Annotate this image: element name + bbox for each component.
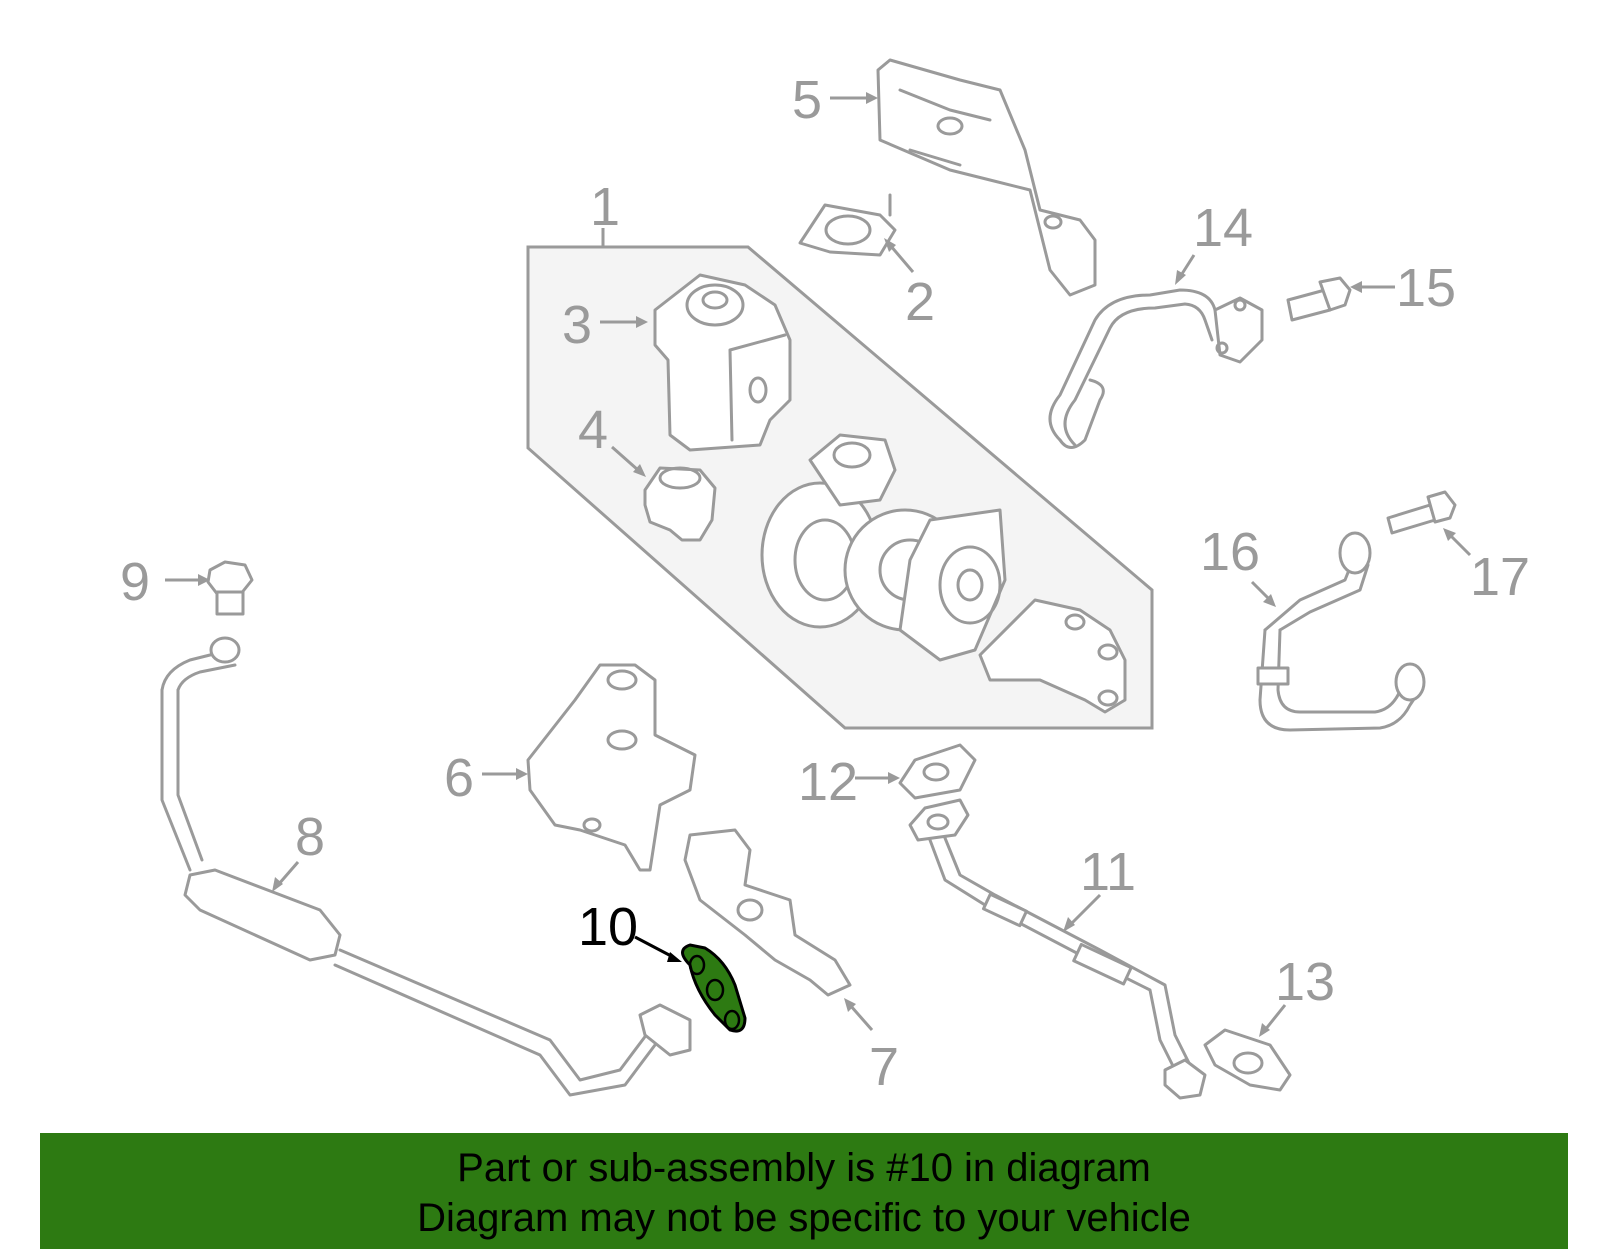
turbocharger bbox=[760, 433, 1127, 714]
callout-9: 9 bbox=[120, 552, 150, 612]
gasket-10-highlighted bbox=[681, 943, 747, 1033]
callout-4: 4 bbox=[578, 400, 608, 460]
oil-feed-line-11 bbox=[908, 798, 1207, 1100]
heat-shield-6 bbox=[526, 663, 697, 872]
banner-part-text: Part or sub-assembly is #10 in diagram bbox=[457, 1146, 1151, 1190]
solenoid-4 bbox=[643, 466, 717, 542]
callout-8: 8 bbox=[295, 807, 325, 867]
callout-6: 6 bbox=[444, 748, 474, 808]
bolt-15 bbox=[1286, 276, 1352, 322]
gasket-2 bbox=[798, 193, 897, 257]
callout-12: 12 bbox=[798, 752, 858, 812]
leader-lines bbox=[165, 92, 1472, 1037]
actuator-3 bbox=[653, 273, 792, 452]
gasket-12 bbox=[898, 743, 977, 800]
callout-5: 5 bbox=[792, 70, 822, 130]
heat-shield-7 bbox=[683, 828, 852, 997]
callout-2: 2 bbox=[905, 272, 935, 332]
oil-line-14 bbox=[1048, 288, 1264, 449]
heat-shield-upper bbox=[876, 58, 1097, 297]
banjo-bolt-9 bbox=[206, 560, 254, 616]
callout-16: 16 bbox=[1200, 522, 1260, 582]
callout-13: 13 bbox=[1275, 952, 1335, 1012]
coolant-line-16 bbox=[1256, 531, 1426, 732]
banner-disclaimer-text: Diagram may not be specific to your vehi… bbox=[417, 1196, 1191, 1240]
oil-return-line-8 bbox=[160, 636, 692, 1097]
info-banner: Part or sub-assembly is #10 in diagram D… bbox=[40, 1133, 1568, 1249]
callout-7: 7 bbox=[869, 1037, 899, 1097]
gasket-13 bbox=[1203, 1028, 1292, 1092]
callout-3: 3 bbox=[562, 295, 592, 355]
callout-15: 15 bbox=[1396, 258, 1456, 318]
callout-14: 14 bbox=[1193, 198, 1253, 258]
callout-17: 17 bbox=[1470, 547, 1530, 607]
callout-11: 11 bbox=[1080, 842, 1136, 902]
callout-10: 10 bbox=[578, 897, 638, 957]
callout-1: 1 bbox=[590, 177, 620, 237]
bolt-17 bbox=[1386, 490, 1457, 535]
